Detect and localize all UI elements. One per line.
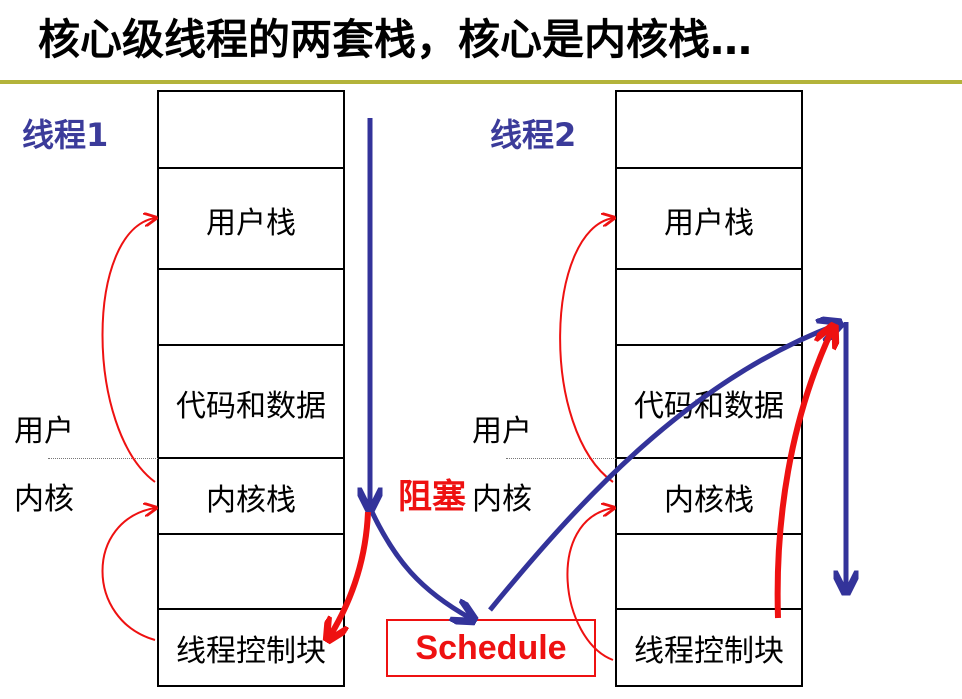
kernel-stack-cell: 内核栈 <box>615 457 803 535</box>
tcb-to-kernel-stack-link <box>101 508 156 641</box>
kernel-to-user-stack-link-2 <box>559 218 613 483</box>
kernel-stack-cell: 内核栈 <box>157 457 345 535</box>
to-schedule-arrow <box>369 510 470 618</box>
stack-cell-empty <box>157 533 345 610</box>
tcb-to-kernel-stack-link-2 <box>566 508 613 661</box>
thread-1-label: 线程1 <box>22 116 109 154</box>
tcb-cell: 线程控制块 <box>157 608 345 687</box>
page-title: 核心级线程的两套栈，核心是内核栈… <box>38 15 753 64</box>
thread-2-label: 线程2 <box>490 116 577 154</box>
title-divider <box>0 80 962 84</box>
tcb-cell: 线程控制块 <box>615 608 803 687</box>
blocked-label: 阻塞 <box>398 477 466 517</box>
kernel-mode-label-2: 内核 <box>472 482 532 517</box>
user-kernel-divider-2 <box>506 458 616 459</box>
save-to-tcb-arrow <box>330 511 371 636</box>
stack-cell-top <box>157 90 345 169</box>
user-kernel-divider <box>48 458 158 459</box>
stack-cell-top <box>615 90 803 169</box>
stack-cell-empty <box>615 533 803 610</box>
user-stack-cell: 用户栈 <box>615 167 803 270</box>
schedule-box: Schedule <box>386 619 596 677</box>
switch-to-thread-2-arrow <box>488 325 836 612</box>
user-mode-label-2: 用户 <box>472 414 532 449</box>
restore-from-tcb-arrow <box>774 330 832 619</box>
stack-cell-gap <box>157 268 345 346</box>
kernel-to-user-stack-link <box>101 218 156 483</box>
user-mode-label: 用户 <box>14 414 74 449</box>
kernel-mode-label: 内核 <box>14 482 74 517</box>
user-stack-cell: 用户栈 <box>157 167 345 270</box>
code-data-cell: 代码和数据 <box>157 344 345 459</box>
stack-cell-gap <box>615 268 803 346</box>
